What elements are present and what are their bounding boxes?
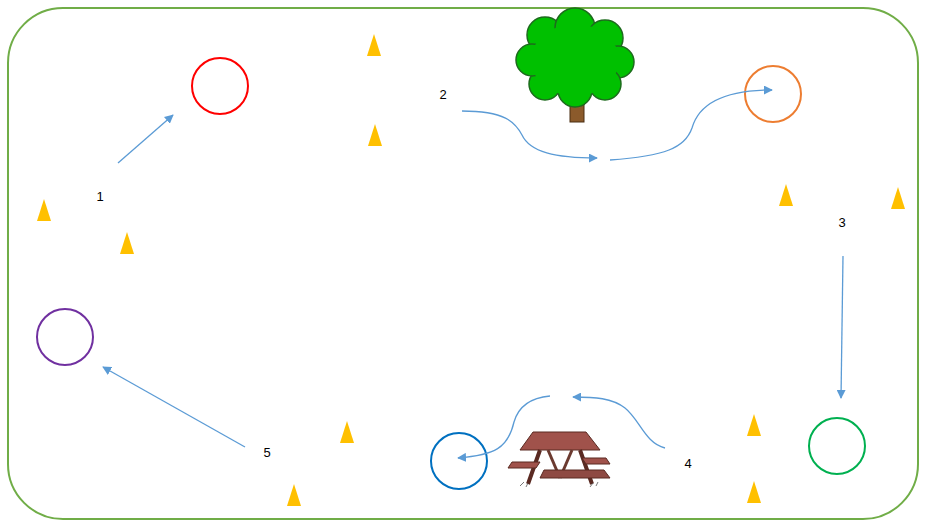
- tree: [516, 8, 634, 122]
- callout-number: 2: [439, 88, 446, 101]
- callout-number: 1: [96, 190, 103, 203]
- cones: [37, 34, 905, 506]
- callout-number: 4: [684, 457, 691, 470]
- route-arrows: [103, 90, 843, 458]
- callout-number: 5: [263, 446, 270, 459]
- tree-crown: [531, 24, 619, 96]
- tree-crown-outline: [516, 8, 634, 107]
- field-border: [8, 8, 918, 519]
- callout-number: 3: [838, 216, 845, 229]
- stations: [37, 58, 865, 489]
- picnic-table: [508, 432, 610, 487]
